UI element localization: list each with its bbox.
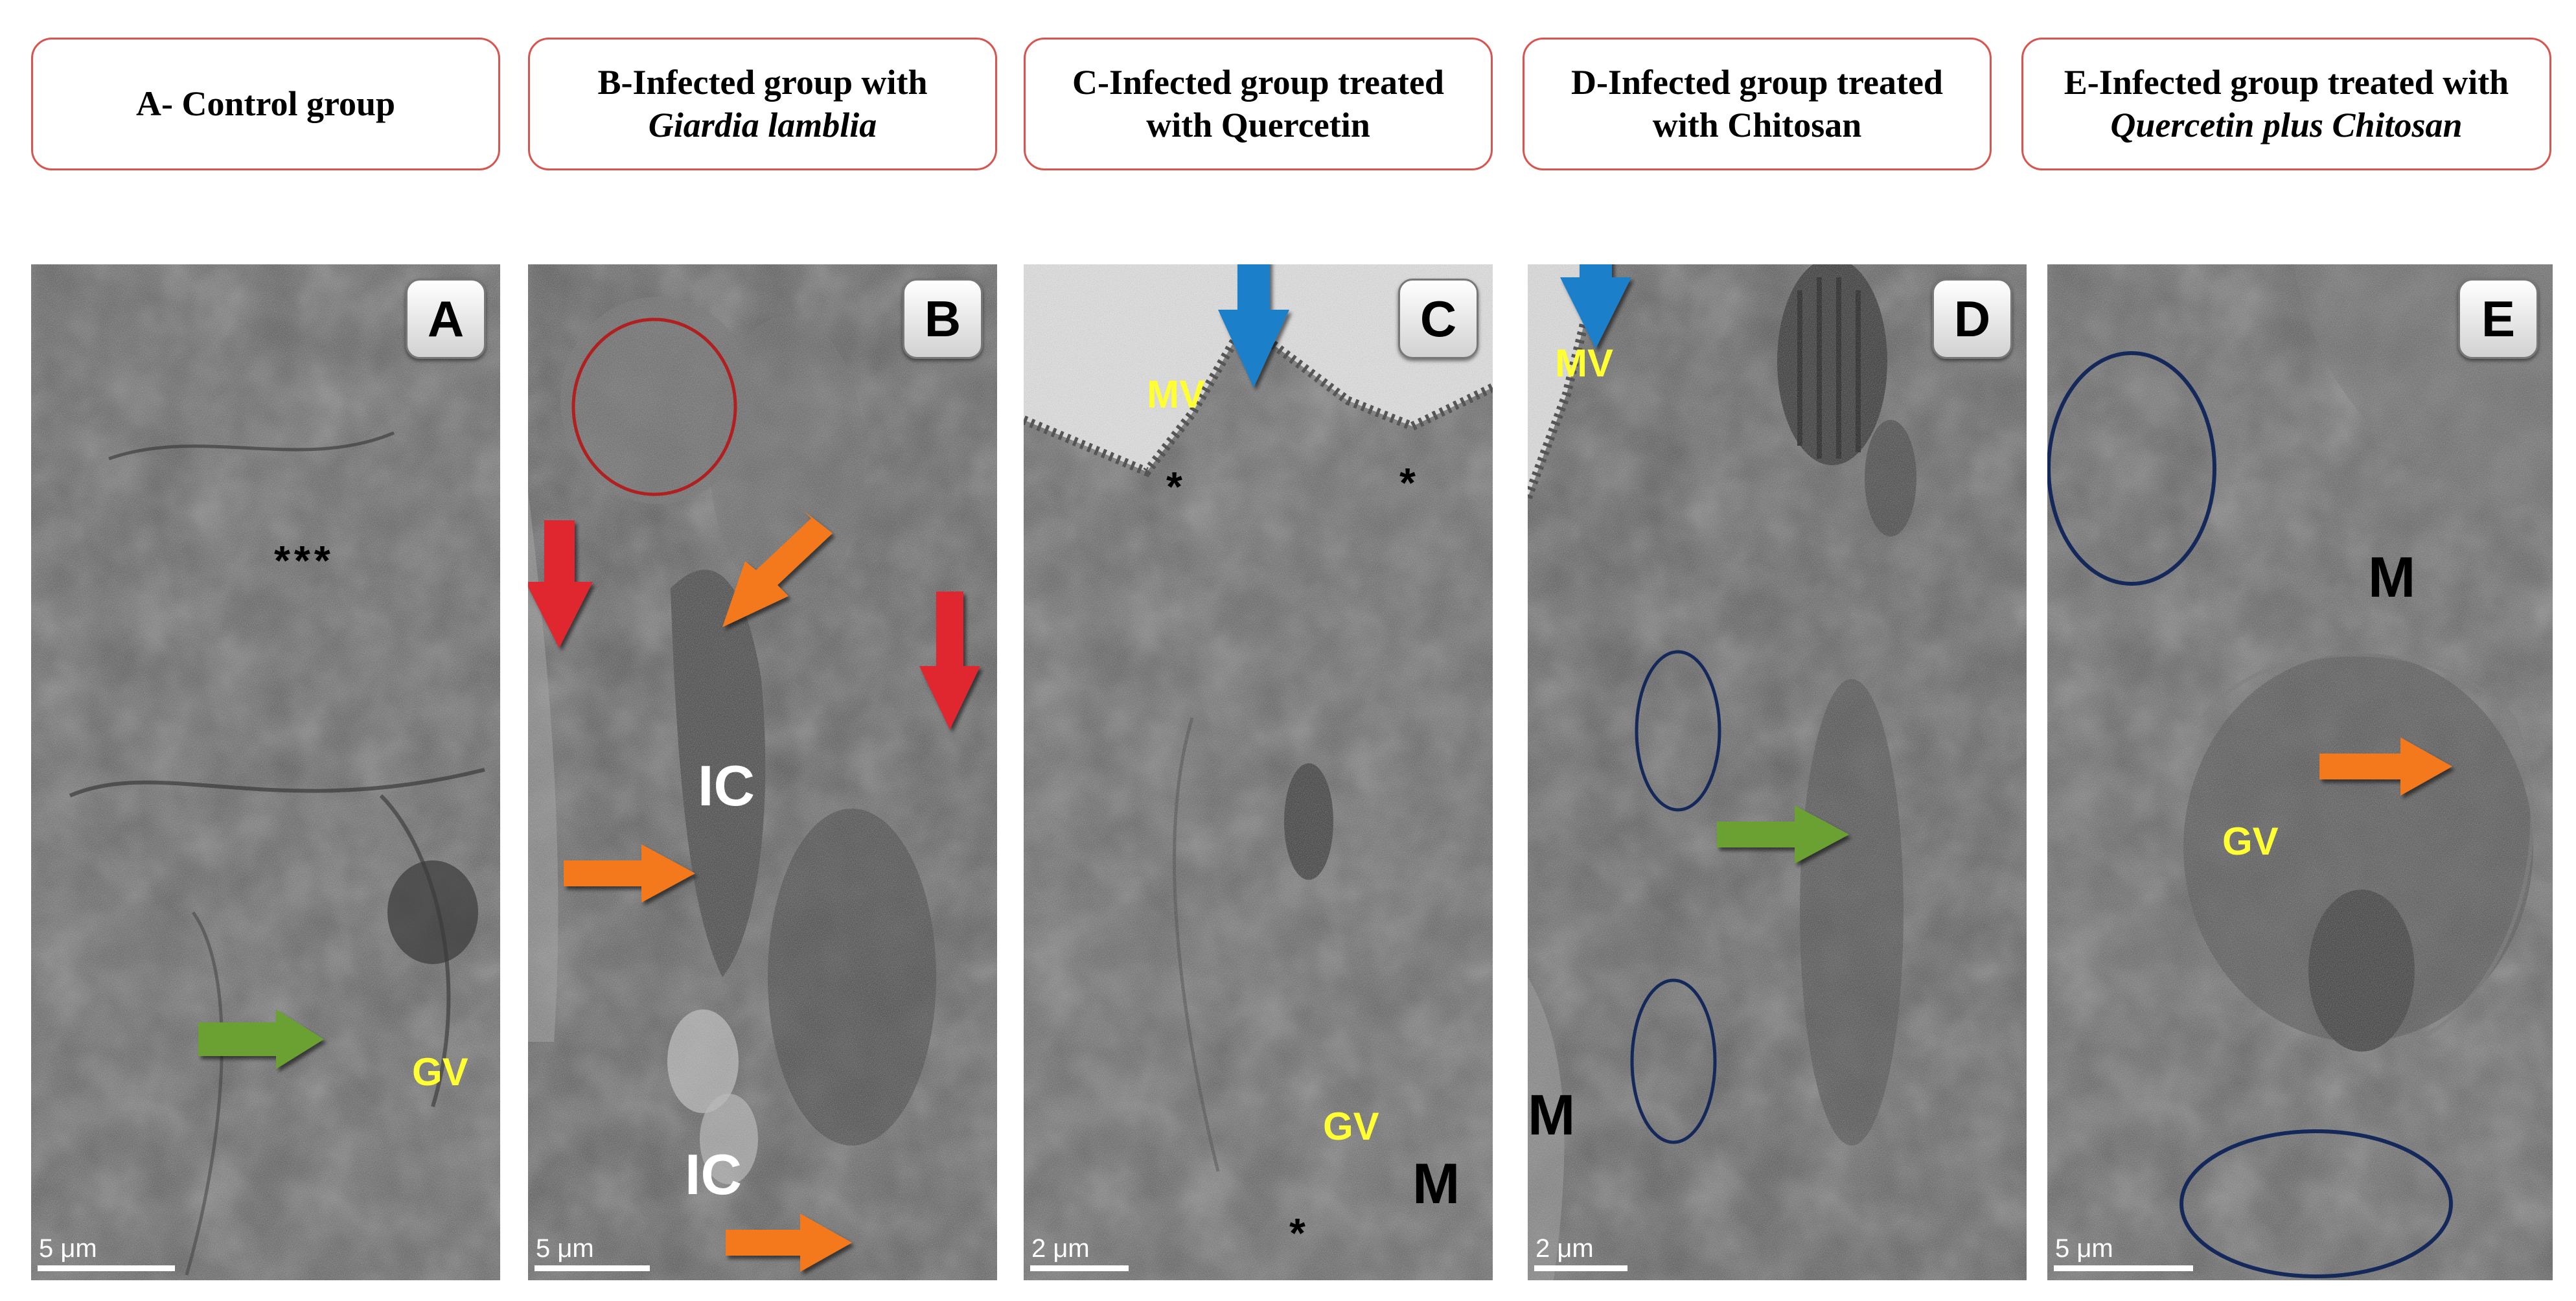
ic-label-b-1: IC (698, 754, 755, 818)
scale-bar-d: 2 μm (1534, 1236, 1627, 1271)
header-quercetin-chitosan: E-Infected group treated with Quercetin … (2021, 38, 2551, 170)
header-control-group: A- Control group (31, 38, 500, 170)
micrograph-panel-d: D MV M 2 μm (1528, 264, 2027, 1280)
header-chitosan: D-Infected group treated with Chitosan (1523, 38, 1992, 170)
mv-label-d: MV (1555, 341, 1613, 385)
header-e-line2: Quercetin plus Chitosan (2110, 105, 2463, 144)
micrograph-panel-b: B IC IC 5 μm (528, 264, 997, 1280)
tem-texture-e (2047, 264, 2553, 1280)
tem-texture-c (1024, 264, 1493, 1280)
header-c-line2: with Quercetin (1146, 105, 1370, 144)
m-label-c: M (1412, 1151, 1460, 1215)
ic-label-b-2: IC (685, 1142, 742, 1206)
header-b-line1: B-Infected group with (597, 62, 928, 102)
asterisk-label-a: *** (274, 537, 334, 584)
gv-label-c: GV (1323, 1105, 1379, 1148)
header-d-line1: D-Infected group treated (1571, 62, 1943, 102)
asterisk-c-2: * (1399, 459, 1420, 506)
scale-bar-e: 5 μm (2054, 1236, 2193, 1271)
tem-texture-d (1528, 264, 2027, 1280)
panel-d-badge: D (1932, 279, 2012, 359)
mv-label-c: MV (1147, 373, 1205, 416)
panel-c-badge: C (1398, 279, 1478, 359)
gv-label-a: GV (412, 1050, 468, 1094)
gv-label-e: GV (2222, 820, 2279, 863)
scale-label-e: 5 μm (2055, 1234, 2113, 1263)
scale-bar-a: 5 μm (38, 1236, 175, 1271)
scale-label-a: 5 μm (39, 1234, 97, 1263)
asterisk-c-1: * (1166, 463, 1186, 510)
header-e-line1: E-Infected group treated with (2064, 62, 2509, 102)
m-label-d: M (1528, 1083, 1576, 1147)
header-d-line2: with Chitosan (1652, 105, 1862, 144)
scale-bar-b: 5 μm (535, 1236, 650, 1271)
panel-b-badge: B (903, 279, 983, 359)
scale-bar-c: 2 μm (1030, 1236, 1129, 1271)
m-label-e: M (2368, 545, 2416, 609)
scale-label-d: 2 μm (1535, 1234, 1594, 1263)
micrograph-panel-e: E M GV 5 μm (2047, 264, 2553, 1280)
header-quercetin: C-Infected group treated with Quercetin (1024, 38, 1493, 170)
panel-e-badge: E (2458, 279, 2538, 359)
tem-texture-b (528, 264, 997, 1280)
micrograph-panel-c: C MV * * * GV M 2 μm (1024, 264, 1493, 1280)
scale-label-c: 2 μm (1031, 1234, 1090, 1263)
header-c-line1: C-Infected group treated (1072, 62, 1444, 102)
header-a-line1: A- Control group (135, 84, 396, 123)
asterisk-c-3: * (1289, 1210, 1309, 1256)
scale-label-b: 5 μm (536, 1234, 594, 1263)
micrograph-panel-a: A *** GV 5 μm (31, 264, 500, 1280)
header-infected-giardia: B-Infected group with Giardia lamblia (528, 38, 997, 170)
tem-texture-a (31, 264, 500, 1280)
panel-a-badge: A (406, 279, 486, 359)
header-b-line2: Giardia lamblia (648, 105, 877, 144)
